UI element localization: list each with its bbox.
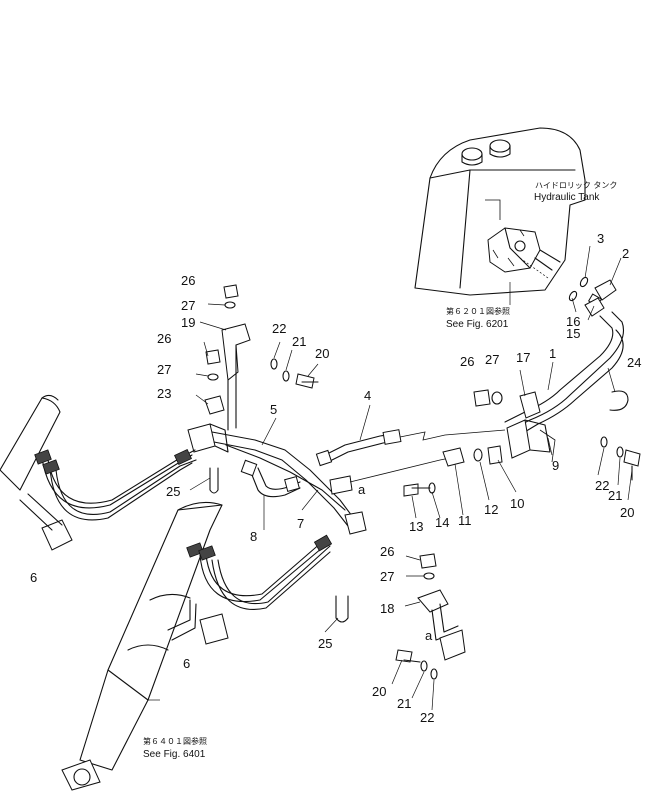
part-number: 22 [420, 710, 434, 725]
bracket-18 [395, 553, 466, 680]
part-number: 22 [272, 321, 286, 336]
hardware-upper [205, 284, 319, 389]
hydraulic-tank [414, 127, 586, 296]
tank-note-en: Hydraulic Tank [534, 192, 600, 203]
part-number: 9 [552, 458, 559, 473]
part-number: 23 [157, 386, 171, 401]
part-number: 6 [183, 656, 190, 671]
part-number: 14 [435, 515, 449, 530]
clamp-23 [204, 395, 225, 415]
part-numbers: 3 2 16 15 1 17 24 26 27 9 22 21 20 10 12… [30, 231, 641, 725]
hoses-lower [186, 534, 333, 645]
part-number: 24 [627, 355, 641, 370]
pump-valve-block [487, 227, 561, 273]
part-number: 25 [318, 636, 332, 651]
reference-mark: a [425, 628, 433, 643]
part-number: 2 [622, 246, 629, 261]
part-number: 13 [409, 519, 423, 534]
hose-4 [315, 429, 506, 467]
pipe-to-manifold [349, 457, 451, 483]
part-number: 4 [364, 388, 371, 403]
tube-5 [211, 431, 356, 527]
cylinder-lower [61, 501, 223, 791]
part-number: 27 [181, 298, 195, 313]
part-number: 21 [608, 488, 622, 503]
u-bolt-25-lower [335, 595, 349, 623]
part-number: 21 [397, 696, 411, 711]
part-number: 27 [380, 569, 394, 584]
part-number: 18 [380, 601, 394, 616]
part-number: 20 [620, 505, 634, 520]
fitting-7 [329, 475, 367, 535]
hardware-far-right [600, 436, 641, 481]
part-number: 1 [549, 346, 556, 361]
part-number: 21 [292, 334, 306, 349]
part-number: 27 [485, 352, 499, 367]
fig6401-note-jp: 第６４０１図参照 [143, 736, 207, 746]
left-block-23 [187, 423, 229, 453]
part-number: 3 [597, 231, 604, 246]
u-clamp-24 [609, 390, 629, 411]
cylinder-6-upper [0, 394, 73, 551]
hardware-right [473, 389, 503, 407]
part-number: 7 [297, 516, 304, 531]
elbow-fittings [568, 276, 617, 317]
part-number: 22 [595, 478, 609, 493]
part-number: 20 [315, 346, 329, 361]
reference-mark: a [358, 482, 366, 497]
part-number: 26 [380, 544, 394, 559]
hoses-upper [34, 448, 197, 521]
part-number: 25 [166, 484, 180, 499]
manifold-block [506, 391, 556, 463]
tube-1 [504, 311, 625, 437]
hardware-center-right [403, 445, 503, 497]
part-number: 26 [157, 331, 171, 346]
fig6401-note-en: See Fig. 6401 [143, 749, 206, 760]
tank-note-jp: ハイドロリック タンク [535, 181, 617, 190]
part-number: 8 [250, 529, 257, 544]
part-number: 17 [516, 350, 530, 365]
fig6201-note-en: See Fig. 6201 [446, 319, 509, 330]
part-number: 27 [157, 362, 171, 377]
part-number: 20 [372, 684, 386, 699]
u-bolt-25-upper [209, 467, 219, 494]
part-number: 19 [181, 315, 195, 330]
part-number: 12 [484, 502, 498, 517]
fig6201-note-jp: 第６２０１図参照 [446, 306, 510, 316]
part-number: 10 [510, 496, 524, 511]
part-number: 5 [270, 402, 277, 417]
leader-lines [148, 245, 633, 711]
part-number: 11 [458, 513, 472, 528]
bracket-19 [221, 323, 251, 431]
part-number: 6 [30, 570, 37, 585]
part-number: 16 [566, 314, 580, 329]
part-number: 26 [181, 273, 195, 288]
part-number: 15 [566, 326, 580, 341]
part-number: 26 [460, 354, 474, 369]
tube-8 [240, 459, 301, 498]
